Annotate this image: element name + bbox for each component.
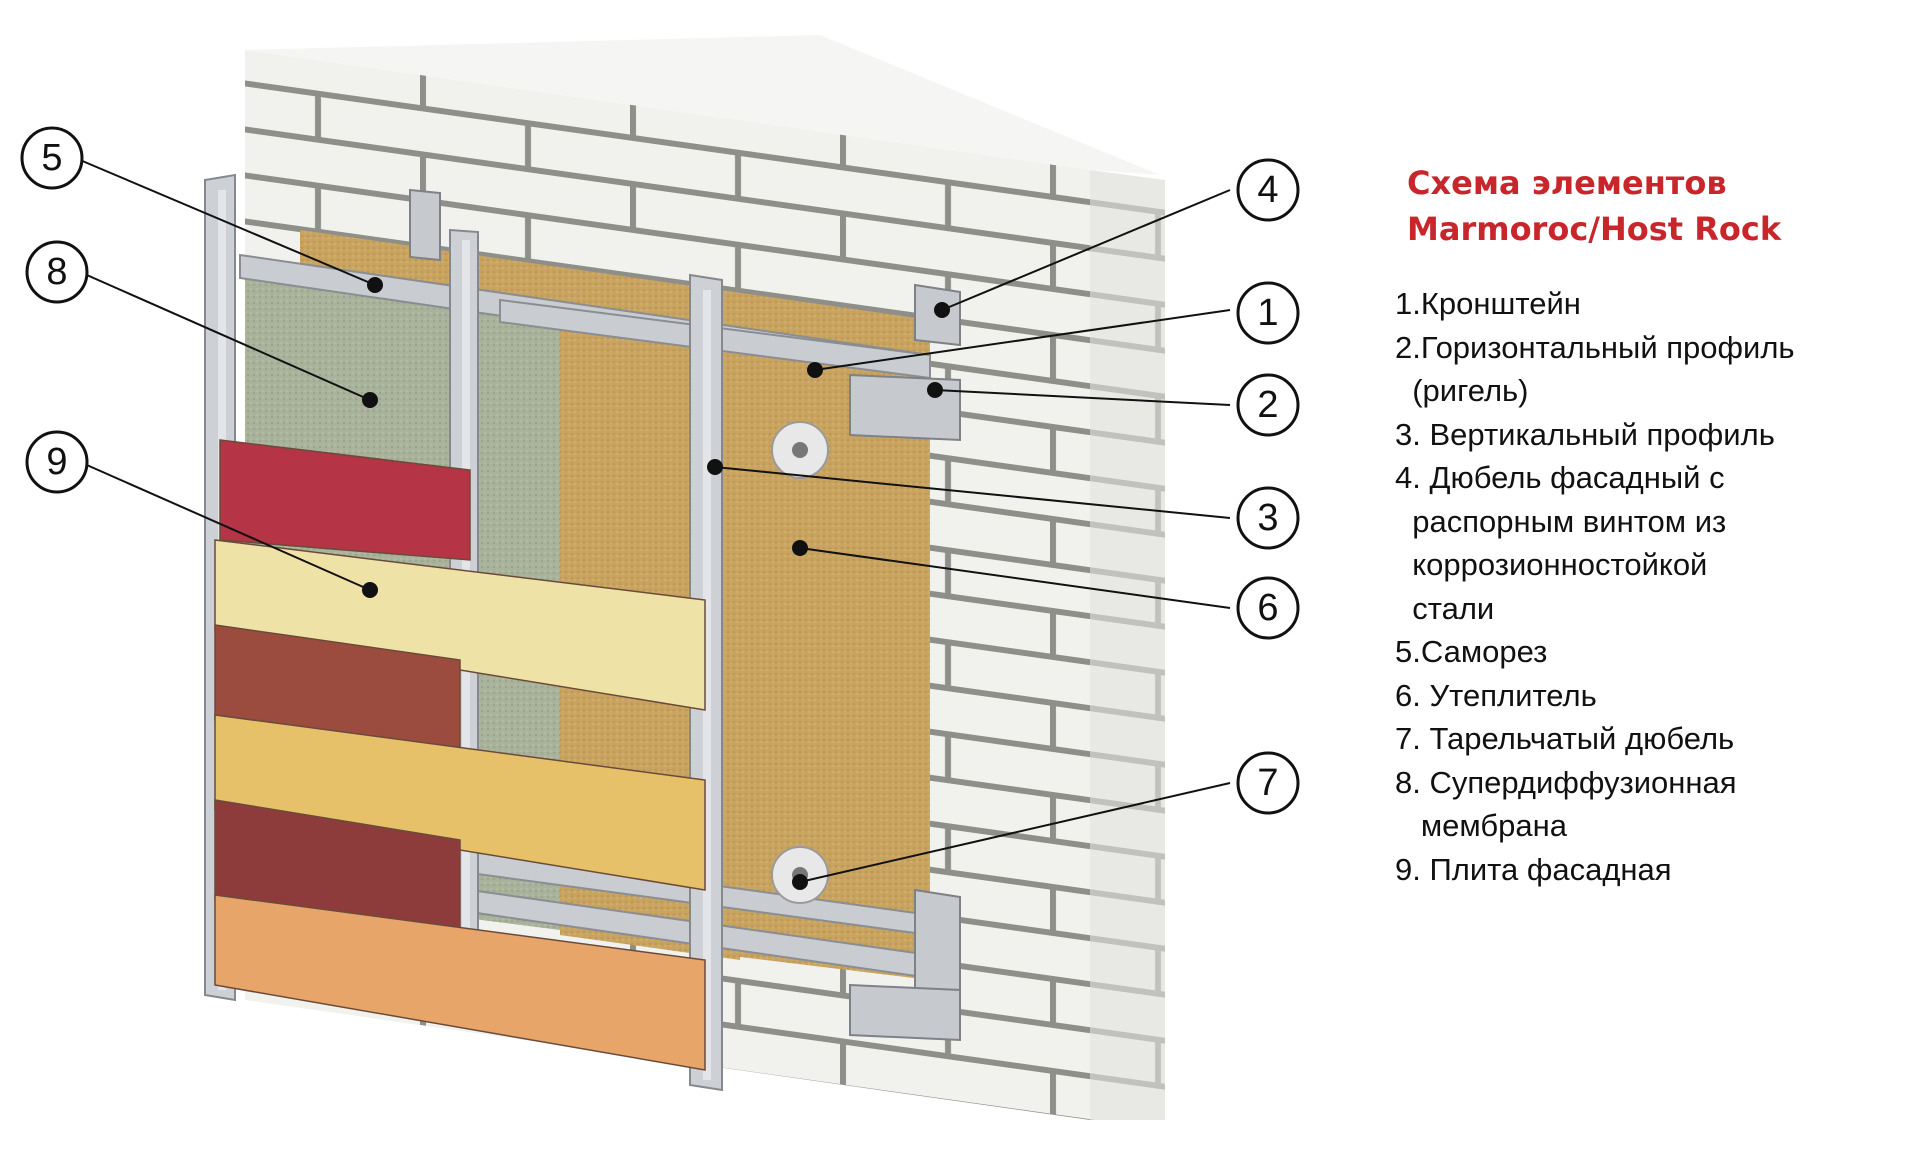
legend-item: 2.Горизонтальный профиль xyxy=(1395,329,1795,365)
legend-item: 9. Плита фасадная xyxy=(1395,851,1672,887)
callouts: 5 8 9 4 1 2 3 6 xyxy=(20,126,1300,815)
legend-title: Схема элементов Marmoroc/Host Rock xyxy=(1407,160,1895,252)
legend-title-line-2: Marmoroc/Host Rock xyxy=(1407,210,1782,248)
legend-list: 1.Кронштейн 2.Горизонтальный профиль (ри… xyxy=(1395,282,1895,891)
svg-text:6: 6 xyxy=(1257,587,1278,629)
callout-6: 6 xyxy=(1236,576,1300,640)
legend-item: стали xyxy=(1395,590,1495,626)
legend-item: 4. Дюбель фасадный с xyxy=(1395,460,1725,495)
callout-7: 7 xyxy=(1236,751,1300,815)
legend-item: мембрана xyxy=(1395,808,1567,843)
legend-item: 7. Тарельчатый дюбель xyxy=(1395,721,1735,756)
legend-title-line-1: Схема элементов xyxy=(1407,164,1727,202)
callout-5: 5 xyxy=(20,126,84,190)
brackets xyxy=(409,188,961,1042)
callout-4: 4 xyxy=(1236,158,1300,222)
svg-text:4: 4 xyxy=(1257,169,1278,211)
callout-8: 8 xyxy=(25,240,89,304)
leader-lines xyxy=(79,159,1231,890)
svg-text:3: 3 xyxy=(1257,497,1278,539)
panel-orange xyxy=(214,894,706,1071)
legend-item: 1.Кронштейн xyxy=(1395,286,1581,321)
legend-item: 6. Утеплитель xyxy=(1395,677,1597,713)
svg-text:7: 7 xyxy=(1257,762,1278,804)
svg-text:5: 5 xyxy=(41,137,62,179)
facade-panels xyxy=(214,439,706,1071)
legend-item: коррозионностойкой xyxy=(1395,547,1708,582)
panel-red xyxy=(219,439,471,561)
panel-cream xyxy=(214,539,706,711)
legend-item: 8. Супердиффузионная xyxy=(1395,764,1737,800)
svg-text:2: 2 xyxy=(1257,384,1278,426)
callout-1: 1 xyxy=(1236,281,1300,345)
panel-yellow xyxy=(214,714,706,891)
legend-item: распорным винтом из xyxy=(1395,503,1727,539)
legend-item: 3. Вертикальный профиль xyxy=(1395,416,1775,452)
svg-text:1: 1 xyxy=(1257,292,1278,334)
callout-2: 2 xyxy=(1236,373,1300,437)
legend-item: (ригель) xyxy=(1395,373,1529,408)
callout-9: 9 xyxy=(25,430,89,494)
legend: Схема элементов Marmoroc/Host Rock 1.Кро… xyxy=(1395,160,1895,891)
legend-item: 5.Саморез xyxy=(1395,634,1548,669)
svg-text:9: 9 xyxy=(46,441,67,483)
callout-3: 3 xyxy=(1236,486,1300,550)
svg-text:8: 8 xyxy=(46,251,67,293)
